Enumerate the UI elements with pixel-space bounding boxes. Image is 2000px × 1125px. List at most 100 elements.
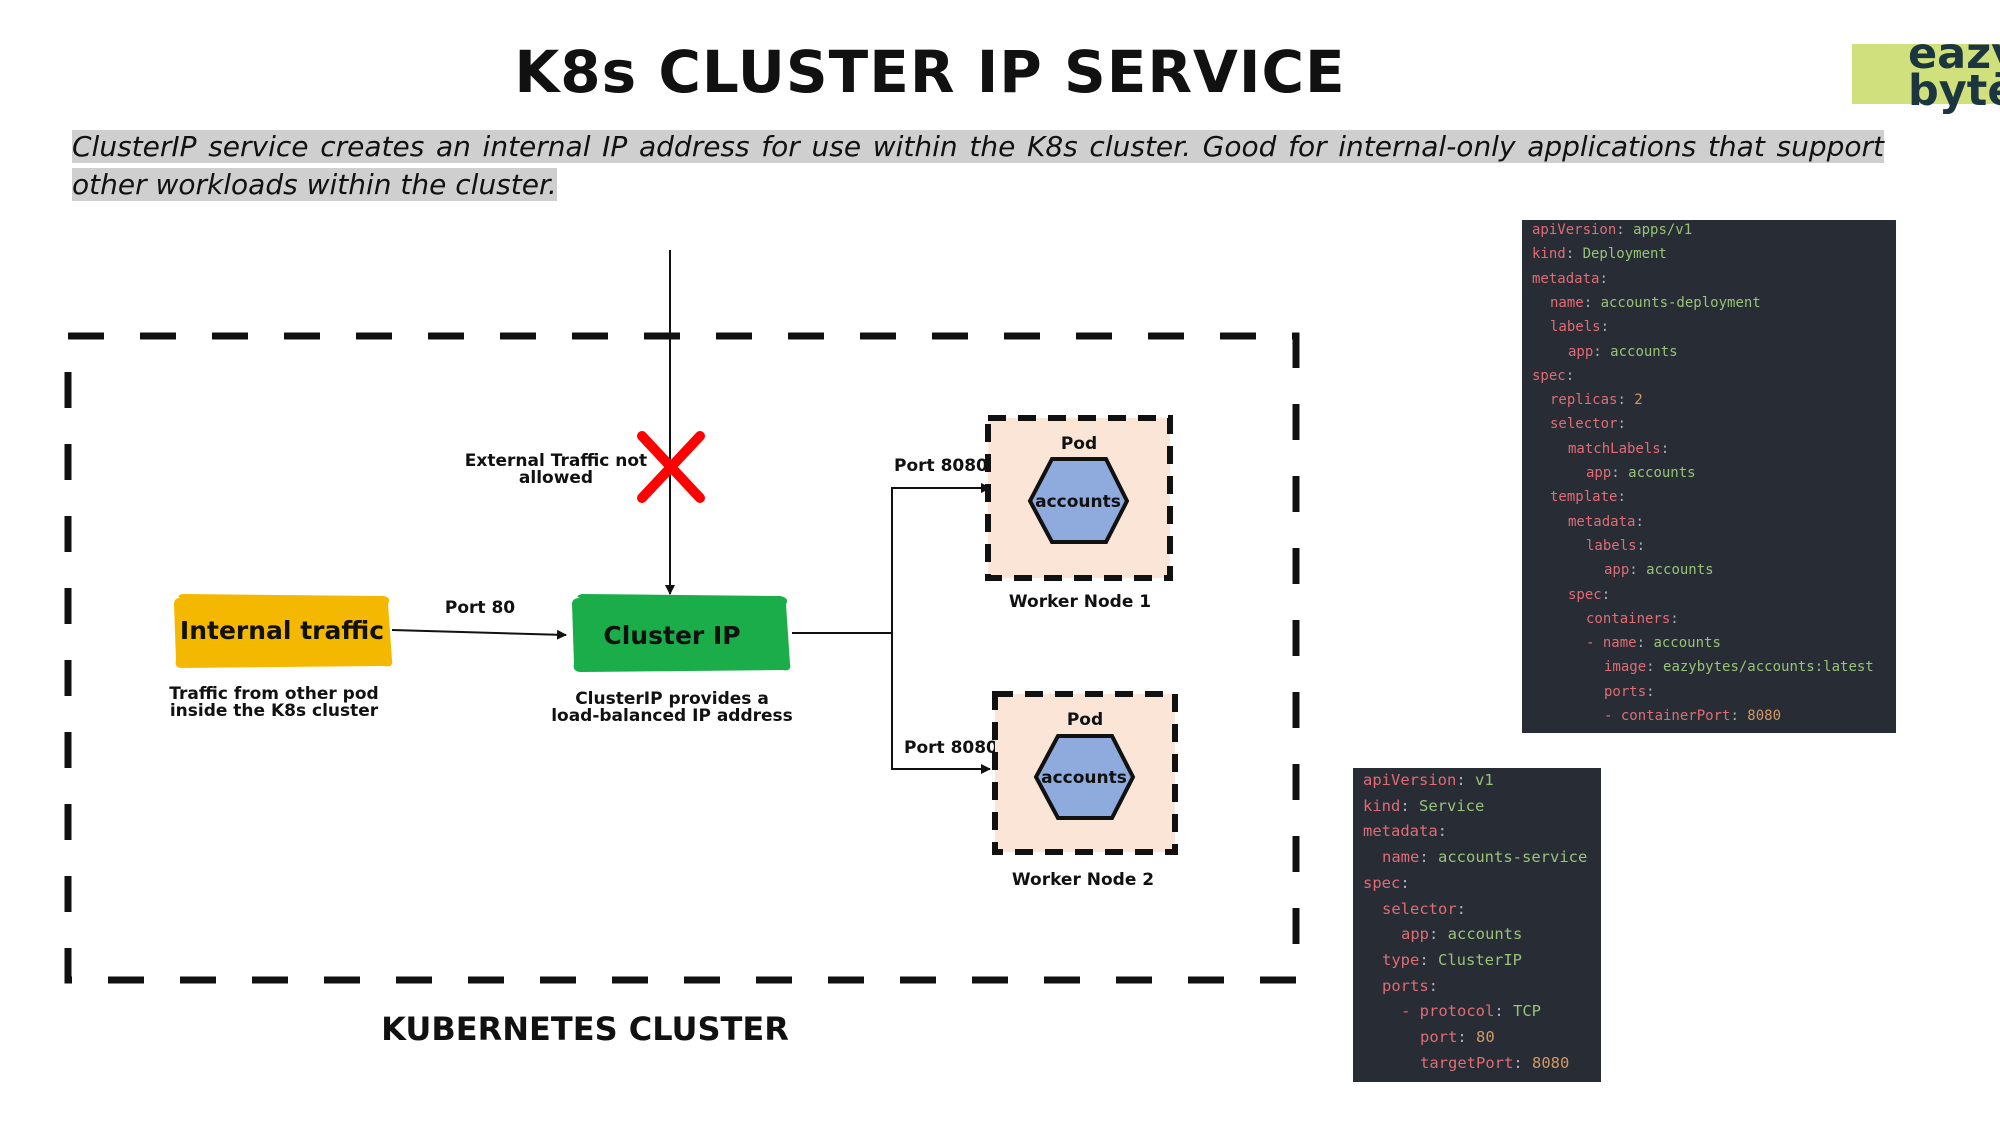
service-yaml-value: TCP: [1513, 1002, 1541, 1021]
node-1-accounts-label: accounts: [1035, 492, 1121, 512]
deployment-yaml-line: metadata:: [1532, 270, 1617, 287]
deployment-yaml-value: apps/v1: [1633, 222, 1693, 238]
service-yaml-line: targetPort: 8080: [1420, 1053, 1570, 1072]
service-yaml-line: - protocol: TCP: [1401, 1002, 1541, 1021]
service-yaml-key: protocol: [1419, 1002, 1495, 1021]
deployment-yaml-key: name: [1550, 294, 1584, 311]
deployment-yaml-line: image: eazybytes/accounts:latest: [1604, 659, 1874, 676]
service-yaml-key: spec: [1363, 873, 1401, 892]
deployment-yaml-key: containers: [1586, 610, 1671, 627]
deployment-yaml-key: app: [1586, 465, 1612, 481]
kubernetes-cluster-label: KUBERNETES CLUSTER: [381, 1010, 789, 1048]
internal-traffic-label: Internal traffic: [180, 616, 384, 645]
deployment-yaml-key: metadata: [1532, 270, 1600, 287]
service-yaml-line: spec:: [1363, 873, 1419, 892]
service-yaml-value: accounts-service: [1438, 848, 1588, 867]
service-yaml-key: name: [1382, 848, 1420, 867]
cluster-ip-caption-1: ClusterIP provides a: [575, 689, 769, 709]
service-yaml-key: targetPort: [1420, 1053, 1514, 1072]
deployment-yaml-line: - containerPort: 8080: [1604, 708, 1782, 724]
node-2-port-label: Port 8080: [904, 738, 998, 758]
blocked-cross-icon: [637, 431, 705, 503]
internal-traffic-box: [174, 594, 393, 668]
deployment-yaml-key: spec: [1568, 586, 1602, 603]
deployment-yaml-key: apiVersion: [1532, 222, 1617, 238]
service-yaml-key: selector: [1382, 899, 1457, 918]
service-yaml-line: port: 80: [1420, 1028, 1495, 1046]
deployment-yaml-key: ports: [1604, 683, 1647, 700]
route-node-2: [891, 633, 991, 774]
service-yaml-line: type: ClusterIP: [1382, 950, 1522, 969]
deployment-yaml-key: image: [1604, 659, 1647, 676]
deployment-yaml-line: containers:: [1586, 610, 1688, 627]
internal-traffic-caption-2: inside the K8s cluster: [170, 701, 379, 721]
service-yaml-key: kind: [1363, 796, 1401, 815]
deployment-yaml-line: labels:: [1586, 537, 1654, 554]
deployment-yaml-value: accounts: [1653, 635, 1721, 652]
port-80-label: Port 80: [445, 598, 515, 618]
cluster-ip-caption-2: load-balanced IP address: [551, 706, 793, 726]
service-yaml-line: selector:: [1382, 899, 1476, 918]
service-yaml-line: kind: Service: [1363, 796, 1485, 815]
deployment-yaml-line: labels:: [1550, 319, 1618, 336]
service-yaml-key: type: [1382, 950, 1420, 969]
brand-logo-text: eazy bytes: [1908, 33, 2000, 116]
deployment-yaml-key: template: [1550, 489, 1618, 506]
logo-line-2: bytes: [1908, 66, 2000, 116]
node-2-accounts-label: accounts: [1041, 768, 1127, 788]
deployment-yaml-key: replicas: [1550, 392, 1618, 409]
deployment-yaml-key: labels: [1586, 537, 1637, 554]
service-yaml-key: metadata: [1363, 822, 1438, 841]
service-yaml-line: app: accounts: [1401, 925, 1523, 944]
port-80-arrow: [391, 629, 567, 640]
cluster-ip-label: Cluster IP: [603, 621, 740, 650]
deployment-yaml-line: replicas: 2: [1550, 392, 1643, 409]
cluster-ip-box: [572, 594, 791, 672]
deployment-yaml-line: selector:: [1550, 416, 1635, 433]
service-yaml-value: v1: [1475, 771, 1494, 789]
node-1-accounts-hexagon: [1027, 457, 1130, 544]
deployment-yaml-line: spec:: [1568, 586, 1619, 603]
node-1-port-label: Port 8080: [894, 456, 988, 476]
service-yaml-value: 80: [1476, 1028, 1495, 1046]
deployment-yaml-line: template:: [1550, 489, 1635, 506]
deployment-yaml-line: app: accounts: [1586, 465, 1696, 481]
deployment-yaml-value: accounts-deployment: [1600, 294, 1761, 311]
deployment-yaml-key: containerPort: [1620, 708, 1731, 724]
deployment-yaml-key: spec: [1532, 367, 1566, 384]
service-yaml-key: ports: [1382, 976, 1429, 995]
deployment-yaml-line: app: accounts: [1604, 562, 1714, 579]
deployment-yaml-line: name: accounts-deployment: [1550, 294, 1761, 311]
deployment-yaml-value: accounts: [1628, 465, 1696, 481]
service-yaml-value: ClusterIP: [1438, 950, 1522, 969]
deployment-yaml-key: app: [1604, 562, 1630, 579]
deployment-yaml-code: apiVersion: apps/v1 kind: Deployment metad…: [1522, 220, 1896, 733]
deployment-yaml-key: matchLabels: [1568, 440, 1661, 457]
worker-node-1-label: Worker Node 1: [1009, 592, 1151, 612]
deployment-yaml-line: ports:: [1604, 683, 1664, 700]
deployment-yaml-line: - name: accounts: [1586, 635, 1721, 652]
deployment-yaml-key: name: [1602, 635, 1637, 652]
deployment-yaml-line: matchLabels:: [1568, 440, 1678, 457]
service-yaml-value: Service: [1419, 796, 1485, 815]
internal-traffic-caption-1: Traffic from other pod: [169, 684, 378, 704]
deployment-yaml-line: kind: Deployment: [1532, 246, 1667, 263]
service-yaml-code: apiVersion: v1 kind: Service metadata: nam…: [1353, 768, 1601, 1082]
deployment-yaml-key: labels: [1550, 319, 1601, 336]
deployment-yaml-line: apiVersion: apps/v1: [1532, 222, 1693, 238]
route-node-1: [891, 483, 991, 633]
deployment-yaml-value: 8080: [1747, 708, 1782, 724]
service-yaml-line: apiVersion: v1: [1363, 771, 1494, 789]
deployment-yaml-value: 2: [1634, 392, 1643, 409]
deployment-yaml-line: spec:: [1532, 367, 1583, 384]
service-yaml-line: name: accounts-service: [1382, 848, 1588, 867]
node-2-accounts-hexagon: [1033, 734, 1136, 820]
node-1-pod-label: Pod: [1061, 434, 1097, 454]
service-yaml-line: metadata:: [1363, 822, 1457, 841]
service-yaml-line: ports:: [1382, 976, 1448, 995]
service-yaml-key: port: [1420, 1028, 1458, 1046]
deployment-yaml-line: metadata:: [1568, 513, 1653, 530]
deployment-yaml-value: Deployment: [1582, 246, 1667, 263]
deployment-yaml-value: eazybytes/accounts:latest: [1663, 659, 1874, 676]
service-yaml-key: app: [1401, 925, 1429, 944]
